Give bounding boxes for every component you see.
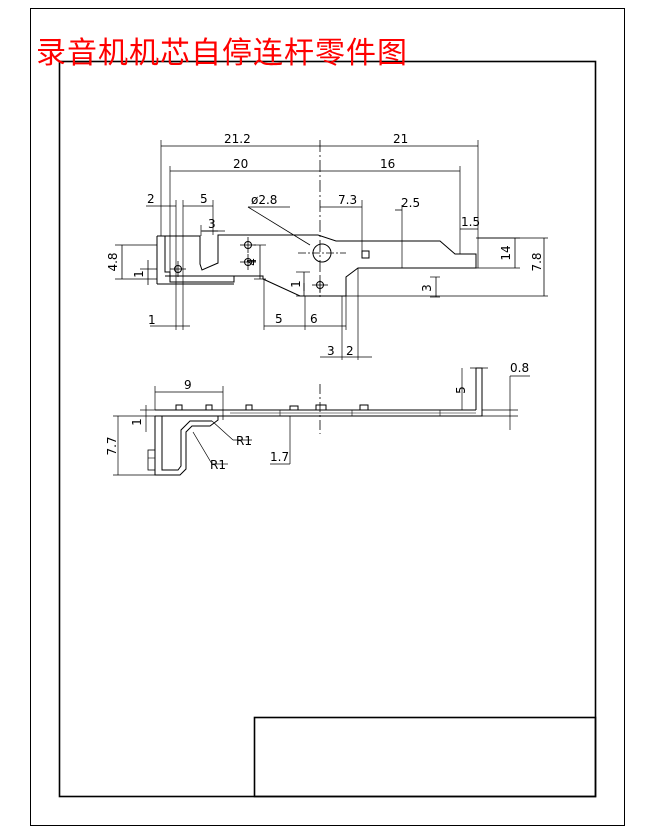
- strip-bump: [245, 404, 253, 410]
- outer-border: [30, 8, 625, 826]
- strip-bump: [359, 404, 369, 410]
- dim-text: 2.5: [401, 196, 420, 210]
- dim-text: ø2.8: [251, 193, 277, 207]
- right-tab: [475, 367, 483, 417]
- dim-text: 3: [420, 284, 434, 292]
- dim-text: 21.2: [224, 132, 251, 146]
- dim-text: 4.8: [106, 252, 120, 271]
- dim-text: 9: [184, 378, 192, 392]
- dim-text: 0.8: [510, 361, 529, 375]
- dim-text: 6: [310, 312, 318, 326]
- strip-bump: [175, 404, 183, 410]
- dim-text: R1: [236, 434, 252, 448]
- dim-text: 1: [130, 418, 144, 426]
- dim-text: 1: [289, 280, 303, 288]
- left-bend: [154, 416, 219, 476]
- dim-text: 21: [393, 132, 408, 146]
- top-view-dimensions: 21.2 21 20 16 2 5 3 ø2.8 7.3 2.5 1.5 4.8…: [106, 132, 544, 358]
- dim-text: 3: [327, 344, 335, 358]
- side-view-dimensions: 9 5 0.8 7.7 1 R1 R1 1.7: [105, 361, 529, 472]
- drawing-title: 录音机机芯自停连杆零件图: [36, 36, 408, 71]
- dim-text: 5: [454, 386, 468, 394]
- top-view: [115, 140, 548, 360]
- strip-bump: [289, 405, 299, 410]
- dim-text: 1: [148, 313, 156, 327]
- dim-text: 16: [380, 157, 395, 171]
- dim-text: 4: [245, 258, 259, 266]
- dim-text: R1: [210, 458, 226, 472]
- dim-text: 1.7: [270, 450, 289, 464]
- title-block: [253, 716, 597, 798]
- square-slot: [361, 250, 370, 259]
- dim-text: 3: [208, 217, 216, 231]
- dim-text: 1.5: [461, 215, 480, 229]
- dim-text: 7.8: [530, 252, 544, 271]
- strip-bump: [315, 404, 327, 410]
- side-view: [113, 367, 530, 476]
- dim-text: 7.3: [338, 193, 357, 207]
- left-bend-inner: [161, 416, 212, 471]
- dim-text: 2: [346, 344, 354, 358]
- dim-text: 20: [233, 157, 248, 171]
- dim-text: 5: [200, 192, 208, 206]
- dim-text: 7.7: [105, 436, 119, 455]
- dim-text: 2: [147, 192, 155, 206]
- inner-border: [58, 60, 597, 798]
- dim-text: 1: [132, 270, 146, 278]
- dim-text: 14: [499, 245, 513, 260]
- strip-bump: [205, 404, 213, 410]
- dim-text: 5: [275, 312, 283, 326]
